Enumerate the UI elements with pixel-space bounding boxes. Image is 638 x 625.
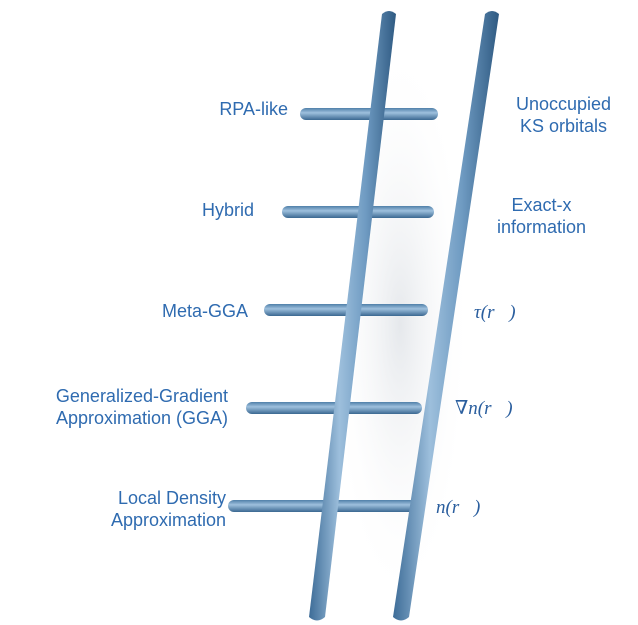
rung-2-ingredient-line-2: information xyxy=(497,217,587,237)
right-rail xyxy=(393,11,499,621)
rung-5-ingredient-label: n(r⃗) xyxy=(436,497,480,519)
rung-2-ingredient-line-1: Exact-x xyxy=(511,195,572,215)
rung-4-method-label: Generalized-Gradient Approximation (GGA) xyxy=(56,385,228,429)
rung-4-ingredient-line-1: ∇n(r⃗) xyxy=(455,398,513,419)
rung-2 xyxy=(282,206,434,218)
rung-1-ingredient-label: Unoccupied KS orbitals xyxy=(516,93,611,137)
ladder-rungs xyxy=(228,108,438,512)
rung-1-ingredient-line-1: Unoccupied xyxy=(516,94,612,114)
left-rail xyxy=(309,11,396,621)
rung-4-ingredient-label: ∇n(r⃗) xyxy=(455,398,513,420)
rung-3-method-line-1: Meta-GGA xyxy=(161,301,248,321)
rung-1-ingredient-line-2: KS orbitals xyxy=(520,116,608,136)
rung-5-method-line-2: Approximation xyxy=(110,510,226,530)
rung-3 xyxy=(264,304,428,316)
rung-3-ingredient-line-1: τ(r⃗) xyxy=(474,302,516,323)
rung-5-ingredient-line-1: n(r⃗) xyxy=(436,497,481,518)
rung-4 xyxy=(246,402,422,414)
rung-5 xyxy=(228,500,416,512)
rung-3-ingredient-label: τ(r⃗) xyxy=(474,302,516,324)
rung-2-method-label: Hybrid xyxy=(202,199,254,221)
rung-1-method-line-1: RPA-like xyxy=(219,99,288,119)
rung-2-ingredient-label: Exact-x information xyxy=(497,194,586,238)
rung-5-method-line-1: Local Density xyxy=(117,488,226,508)
ladder-rails xyxy=(309,11,499,621)
rung-4-method-line-2: Approximation (GGA) xyxy=(55,408,228,428)
rung-5-method-label: Local Density Approximation xyxy=(111,487,226,531)
rung-4-method-line-1: Generalized-Gradient xyxy=(55,386,228,406)
ladder-shadow xyxy=(330,40,470,610)
rung-3-method-label: Meta-GGA xyxy=(162,300,248,322)
rung-1-method-label: RPA-like xyxy=(219,98,288,120)
rung-1 xyxy=(300,108,438,120)
rung-2-method-line-1: Hybrid xyxy=(201,200,254,220)
